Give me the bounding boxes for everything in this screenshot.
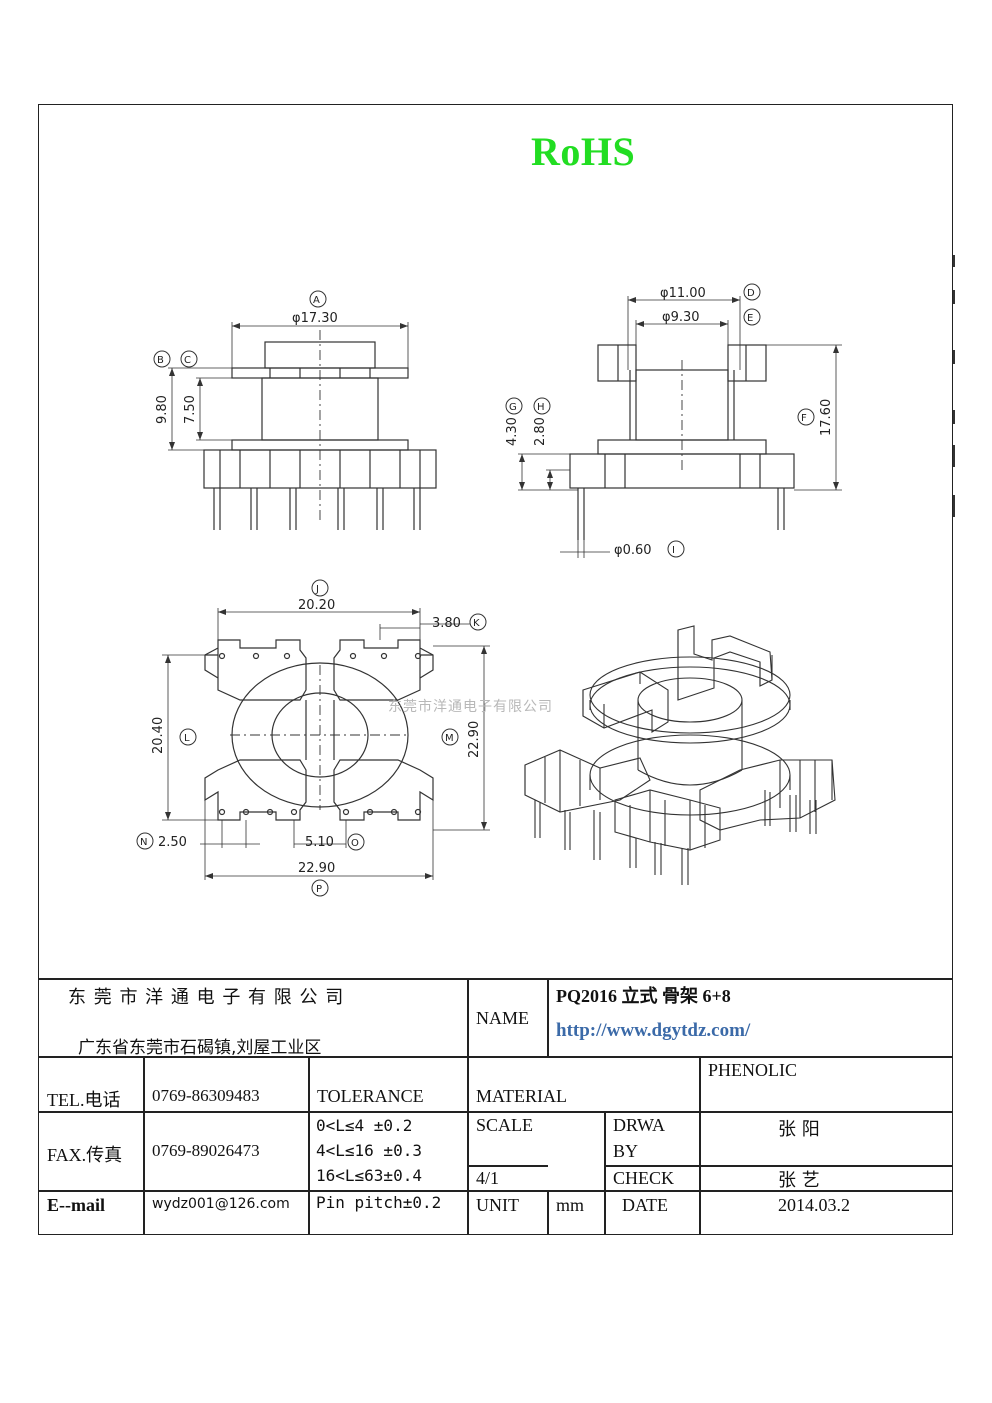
dim-f: 17.60 [819,399,834,436]
dim-l: 20.40 [151,717,166,754]
label-h: H [537,402,545,413]
label-a: A [313,295,320,306]
edge-mark [953,495,955,517]
label-i: I [672,545,675,556]
dim-i: φ0.60 [614,543,652,558]
technical-drawing: A φ17.30 B C 9.80 7.50 D φ11.00 E φ9.30 … [136,283,842,897]
fax-value: 0769-89026473 [152,1141,260,1160]
dim-o: 5.10 [305,835,334,850]
rohs-mark: RoHS [531,129,636,174]
tolerance-row-3: 16<L≤63±0.4 [316,1166,422,1185]
dim-a: φ17.30 [292,311,338,326]
table-rule [547,978,549,1056]
unit-value: mm [556,1195,585,1215]
dim-h: 2.80 [533,417,548,446]
drawn-by-value: 张 阳 [778,1119,820,1140]
website-link[interactable]: http://www.dgytdz.com/ [556,1020,751,1041]
tolerance-label: TOLERANCE [317,1086,424,1106]
label-l: L [184,733,190,744]
dim-p: 22.90 [298,861,335,876]
isometric-view [524,625,836,885]
watermark: 东莞市洋通电子有限公司 [388,699,553,715]
table-rule [604,1111,606,1235]
table-rule [38,1190,953,1192]
dim-g: 4.30 [505,417,520,446]
front-view [153,290,437,530]
table-rule [604,1165,953,1167]
tolerance-row-1: 0<L≤4 ±0.2 [316,1116,413,1135]
table-rule [38,978,953,980]
label-b: B [157,355,164,366]
email-value[interactable]: wydz001@126.com [152,1196,290,1212]
table-rule [38,1111,953,1113]
date-label: DATE [622,1195,668,1215]
table-rule [547,1190,549,1235]
part-name: PQ2016 立式 骨架 6+8 [556,986,731,1006]
dim-j: 20.20 [298,598,335,613]
label-c: C [184,355,191,366]
dim-d: φ11.00 [660,286,706,301]
company-address: 广东省东莞市石碣镇,刘屋工业区 [78,1038,322,1058]
tel-value: 0769-86309483 [152,1086,260,1105]
check-label: CHECK [613,1168,675,1188]
label-p: P [316,884,322,895]
table-rule [143,1056,145,1235]
label-n: N [140,837,147,848]
drawing-frame [38,104,953,1235]
scale-label: SCALE [476,1115,534,1135]
edge-mark [953,255,955,267]
label-f: F [801,413,807,424]
label-k: K [473,618,480,629]
dim-m: 22.90 [467,721,482,758]
edge-mark [953,410,955,424]
material-label: MATERIAL [476,1086,567,1106]
scale-value: 4/1 [476,1168,500,1188]
top-view [136,579,490,897]
label-e: E [747,313,753,324]
drawn-by-label-2: BY [613,1141,639,1161]
label-d: D [747,288,755,299]
tolerance-row-2: 4<L≤16 ±0.3 [316,1141,422,1160]
company-name: 东 莞 市 洋 通 电 子 有 限 公 司 [68,987,345,1008]
edge-mark [953,290,955,304]
label-g: G [509,402,517,413]
name-label: NAME [476,1008,529,1028]
table-rule [308,1056,310,1235]
material-value: PHENOLIC [708,1060,797,1080]
check-value: 张 艺 [778,1170,820,1191]
table-rule [468,1165,548,1167]
tolerance-row-4: Pin pitch±0.2 [316,1193,442,1212]
unit-label: UNIT [476,1195,519,1215]
table-rule [699,1056,701,1235]
dim-k: 3.80 [432,616,461,631]
dim-b: 9.80 [155,395,170,424]
table-rule [467,978,469,1235]
tel-label: TEL.电话 [47,1090,121,1110]
drawn-by-label-1: DRWA [613,1115,666,1135]
label-j: J [315,584,319,595]
email-label: E--mail [47,1195,105,1215]
edge-mark [953,445,955,467]
dim-c: 7.50 [183,395,198,424]
label-o: O [351,838,359,849]
table-rule [38,1056,953,1058]
side-view [505,283,842,558]
date-value: 2014.03.2 [778,1195,850,1215]
fax-label: FAX.传真 [47,1145,123,1165]
dim-n: 2.50 [158,835,187,850]
edge-mark [953,350,955,364]
label-m: M [445,733,454,744]
dim-e: φ9.30 [662,310,700,325]
